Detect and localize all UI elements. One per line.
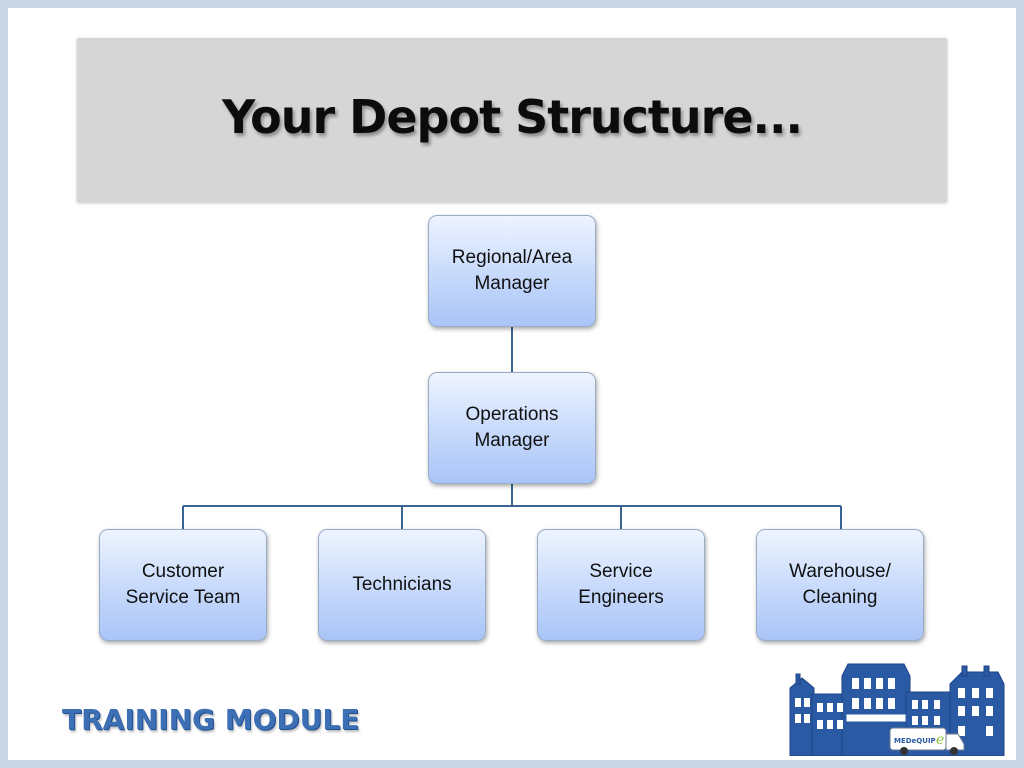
training-module-label: TRAINING MODULE — [62, 703, 360, 736]
org-chart-connectors — [182, 327, 842, 529]
node-label-technicians: Technicians — [352, 574, 452, 595]
node-label-customer-service: Customer Service Team — [125, 561, 241, 608]
node-label-operations: Operations Manager — [465, 404, 559, 451]
svg-text:e: e — [936, 732, 944, 748]
slide: Your Depot Structure... Regional/Area Ma… — [8, 8, 1016, 760]
title-band: Your Depot Structure... — [77, 38, 947, 202]
svg-text:MEDeQUIP: MEDeQUIP — [894, 737, 936, 745]
node-label-regional: Regional/Area Manager — [451, 247, 573, 294]
node-regional-area-manager: Regional/Area Manager — [428, 215, 596, 327]
node-operations-manager: Operations Manager — [428, 372, 596, 484]
node-label-warehouse: Warehouse/ Cleaning — [789, 561, 891, 608]
delivery-van-icon: MEDeQUIP e — [889, 727, 965, 755]
node-label-service-engineers: Service Engineers — [578, 561, 664, 608]
node-warehouse-cleaning: Warehouse/ Cleaning — [756, 529, 924, 641]
page-title: Your Depot Structure... — [222, 90, 803, 144]
depot-buildings-icon: MEDeQUIP e — [786, 648, 1010, 756]
node-service-engineers: Service Engineers — [537, 529, 705, 641]
node-customer-service-team: Customer Service Team — [99, 529, 267, 641]
node-technicians: Technicians — [318, 529, 486, 641]
